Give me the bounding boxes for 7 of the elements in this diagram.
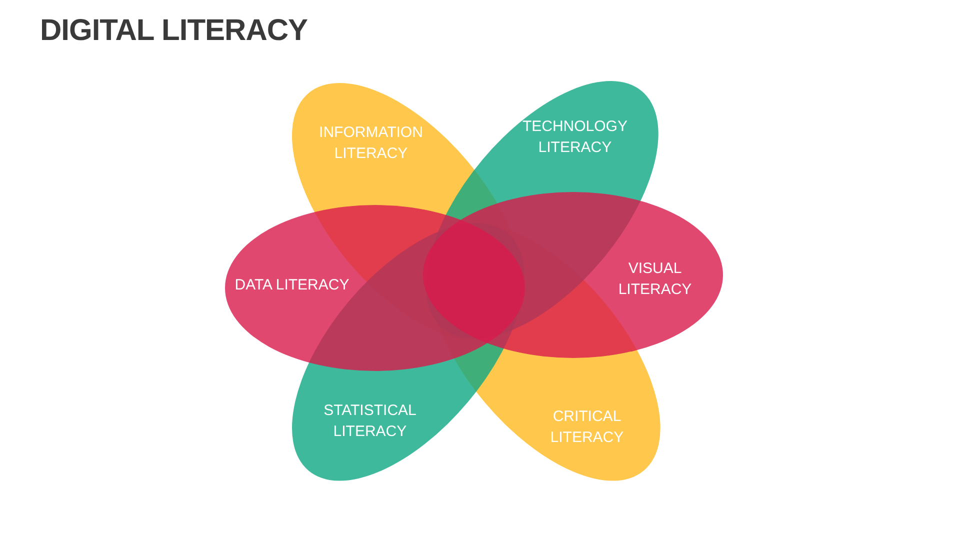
petal-label: INFORMATION LITERACY (318, 122, 424, 164)
petal-label: TECHNOLOGY LITERACY (521, 116, 628, 158)
petal-label: STATISTICAL LITERACY (322, 400, 418, 442)
petal-label: VISUAL LITERACY (617, 259, 693, 300)
petal-label: DATA LITERACY (234, 276, 350, 296)
title: DIGITAL LITERACY (40, 14, 308, 48)
petal-label: CRITICAL LITERACY (549, 406, 625, 448)
